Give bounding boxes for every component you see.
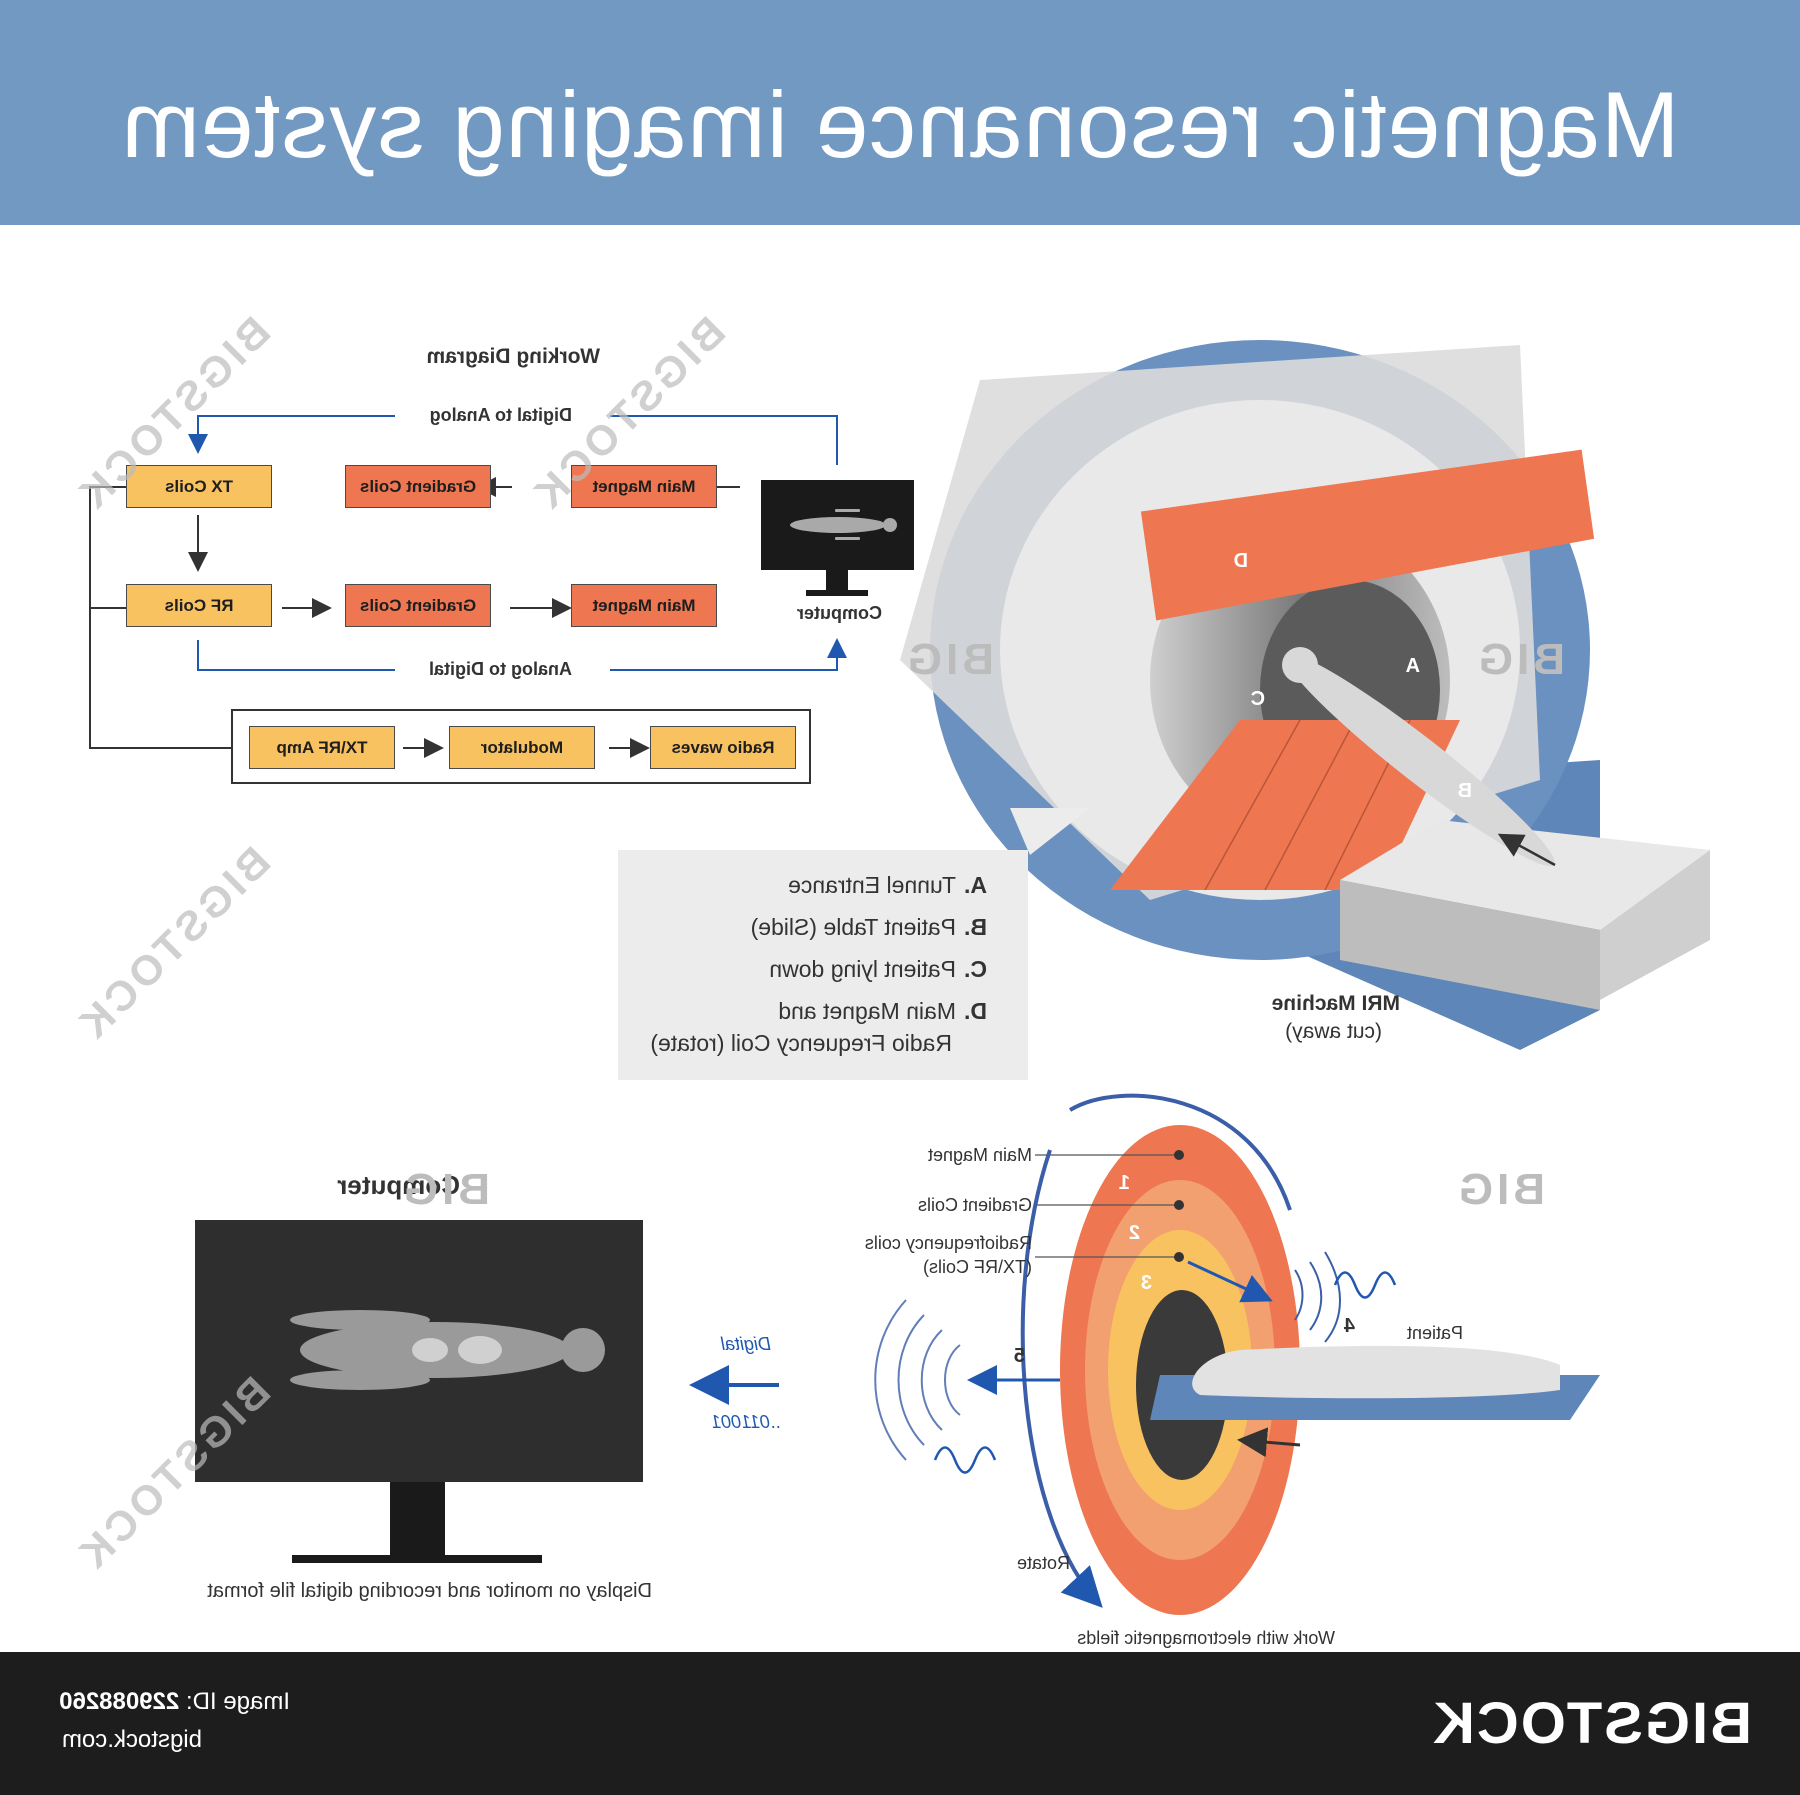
- field-rf-coils-label-1: Radiofrequency coils: [864, 1233, 1032, 1253]
- watermark-big-3: BIG: [1454, 1165, 1545, 1214]
- number-4: 4: [1343, 1315, 1355, 1337]
- marker-a: A: [1405, 655, 1420, 677]
- tx-chain-frame: [231, 709, 811, 784]
- body-scan-figure: [290, 1310, 605, 1390]
- rf-coils-box: RF Coils: [126, 584, 272, 627]
- watermark-big-2: BIG: [1474, 635, 1565, 684]
- small-computer-label: Computer: [797, 603, 882, 623]
- digital-to-analog-label: Digital to Analog: [429, 405, 572, 425]
- legend-c-letter: C.: [964, 956, 987, 982]
- binary-label: ..011001: [711, 1412, 780, 1432]
- a2d-line-left: [197, 640, 395, 671]
- legend-b-text: Patient Table (Slide): [750, 914, 956, 940]
- d2a-line-left: [188, 415, 395, 454]
- marker-b: B: [1457, 780, 1472, 802]
- legend-b: B. Patient Table (Slide): [751, 914, 987, 941]
- ring-number-2: 2: [1128, 1222, 1140, 1244]
- legend-a-letter: A.: [964, 872, 987, 898]
- marker-d: D: [1233, 550, 1248, 572]
- legend-d-text: Main Magnet and: [778, 998, 956, 1024]
- field-rf-coils-label-2: (TX\RF Coils): [923, 1257, 1032, 1277]
- rf-waves: [1294, 1251, 1341, 1343]
- footer-brand: BIGSTOCK: [1430, 1691, 1752, 1756]
- sine-wave-out: [933, 1446, 997, 1474]
- legend-d-text2: Radio Frequency Coil (rotate): [650, 1030, 952, 1056]
- mri-machine-illustration: [900, 340, 1710, 1050]
- rotate-arc-top: [1068, 1093, 1292, 1211]
- a2d-line-right: [610, 638, 847, 671]
- gradient-coils-box-1: Gradient Coils: [345, 465, 491, 508]
- sine-wave-in: [1333, 1271, 1397, 1299]
- field-rotate-label: Rotate: [1016, 1553, 1070, 1573]
- table-in-arrow: [1237, 1427, 1301, 1458]
- gradient-coils-box-2: Gradient Coils: [345, 584, 491, 627]
- mri-machine-sublabel: (cut away): [1285, 1020, 1382, 1043]
- field-gradient-coils-label: Gradient Coils: [917, 1195, 1032, 1215]
- legend-a: A. Tunnel Entrance: [788, 872, 987, 899]
- computer-caption: Display on monitor and recording digital…: [207, 1580, 652, 1602]
- field-caption: Work with electromagnetic fields: [1077, 1628, 1335, 1648]
- radio-waves-box: Radio waves: [650, 726, 796, 769]
- analog-to-digital-label: Analog to Digital: [429, 659, 572, 679]
- small-monitor-body-icon: [790, 509, 897, 540]
- d2a-line-right: [610, 415, 838, 465]
- watermark-big-4: BIG: [399, 1165, 490, 1214]
- footer-image-id-label: Image ID:: [185, 1688, 290, 1715]
- legend-pointer: [1010, 808, 1090, 855]
- ring-number-3: 3: [1140, 1272, 1152, 1294]
- signal-waves: [874, 1299, 961, 1461]
- footer-image-id: Image ID: 229088260: [59, 1688, 290, 1716]
- modulator-box: Modulator: [449, 726, 595, 769]
- main-magnet-box-2: Main Magnet: [571, 584, 717, 627]
- footer-image-id-value: 229088260: [59, 1688, 180, 1715]
- legend-d-letter: D.: [964, 998, 987, 1024]
- ring-number-1: 1: [1118, 1172, 1130, 1194]
- coil-rings: [1060, 1125, 1300, 1615]
- rotate-arc-bottom: [1020, 1149, 1103, 1608]
- watermark-big-1: BIG: [903, 635, 994, 684]
- field-main-magnet-label: Main Magnet: [927, 1145, 1032, 1165]
- legend-c-text: Patient lying down: [769, 956, 956, 982]
- working-diagram-heading: Working Diagram: [426, 345, 600, 368]
- footer-site: bigstock.com: [61, 1726, 202, 1753]
- legend-c: C. Patient lying down: [769, 956, 987, 983]
- rf-pulse-arrow: [1187, 1260, 1273, 1303]
- field-patient-label: Patient: [1406, 1323, 1463, 1343]
- marker-c: C: [1250, 688, 1265, 710]
- legend-a-text: Tunnel Entrance: [788, 872, 956, 898]
- tx-rf-amp-box: TX\RF Amp: [249, 726, 395, 769]
- legend-b-letter: B.: [964, 914, 987, 940]
- field-patient: [1192, 1345, 1560, 1399]
- computer-monitor-base: [292, 1555, 542, 1563]
- number-5: 5: [1013, 1345, 1025, 1367]
- computer-monitor-stand: [390, 1482, 445, 1557]
- digital-label: Digital: [720, 1334, 771, 1354]
- legend-d: D. Main Magnet and: [778, 998, 987, 1025]
- mri-machine-label: MRI Machine: [1271, 992, 1400, 1015]
